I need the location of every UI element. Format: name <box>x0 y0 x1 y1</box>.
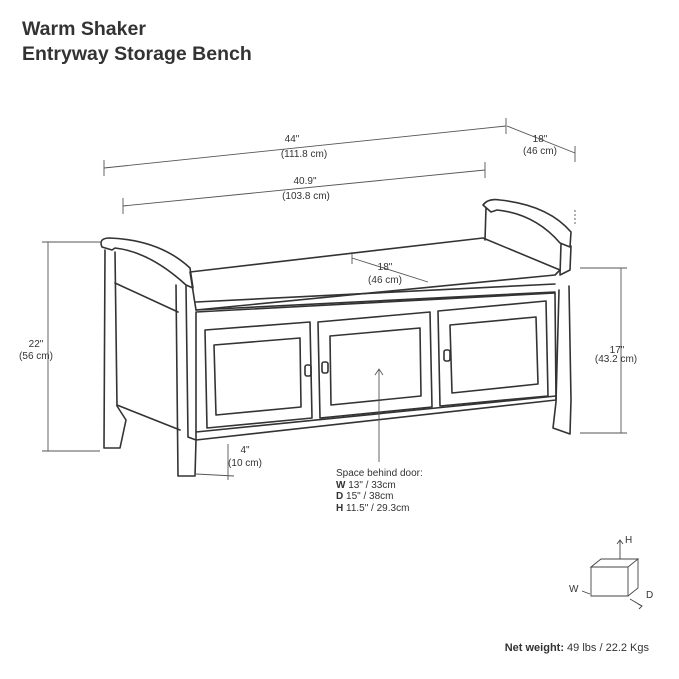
left-bottom-rail <box>116 404 181 431</box>
leg-clearance-in: 4" <box>240 445 250 456</box>
bench-outline <box>100 198 572 477</box>
left-front-leg-inner <box>175 284 197 477</box>
net-weight: Net weight: 49 lbs / 22.2 Kgs <box>505 642 649 654</box>
overall-width-in: 44" <box>285 134 300 145</box>
leg-clearance-cm: (10 cm) <box>228 458 262 469</box>
seat-height-cm: (43.2 cm) <box>595 354 637 365</box>
storage-row-w: W 13" / 33cm <box>336 479 396 491</box>
storage-row-h: H 11.5" / 29.3cm <box>336 502 410 514</box>
door-handle-center <box>321 361 329 374</box>
seat-top <box>189 237 561 311</box>
seat-front-edge <box>195 283 556 303</box>
axis-label-w: W <box>569 584 579 595</box>
overall-depth-in: 18" <box>533 134 548 145</box>
overall-depth-cm: (46 cm) <box>523 146 557 157</box>
left-arm <box>100 237 194 289</box>
right-back-post <box>484 207 487 241</box>
door-handle-right <box>443 349 451 362</box>
bottom-rail-front <box>195 395 557 433</box>
storage-space-note: Space behind door: W 13" / 33cm D 15" / … <box>336 468 423 514</box>
seat-depth-in: 18" <box>378 262 393 273</box>
seat-lower-edge <box>195 291 556 311</box>
storage-note-heading: Space behind door: <box>336 468 423 479</box>
seat-depth-line <box>351 257 429 283</box>
axes-cube-icon <box>581 539 643 610</box>
seat-height-in: 17" <box>610 345 625 356</box>
door-center <box>317 311 433 419</box>
overall-depth-line <box>506 125 576 154</box>
overall-width-cm: (111.8 cm) <box>281 149 327 160</box>
door-center-panel <box>329 327 422 406</box>
seat-depth-cm: (46 cm) <box>368 275 402 286</box>
door-handle-left <box>304 364 312 377</box>
overall-height-in: 22" <box>29 339 44 350</box>
seat-width-in: 40.9" <box>293 176 316 187</box>
cabinet-front <box>195 292 557 441</box>
axis-label-d: D <box>646 590 653 601</box>
door-left-panel <box>213 337 302 416</box>
overall-width-line <box>103 125 507 169</box>
seat-width-cm: (103.8 cm) <box>282 191 330 202</box>
net-weight-value: 49 lbs / 22.2 Kgs <box>564 642 649 654</box>
axis-label-h: H <box>625 535 632 546</box>
left-side-rail <box>114 282 179 313</box>
storage-row-d: D 15" / 38cm <box>336 491 394 502</box>
right-arm <box>482 198 572 248</box>
dimension-labels: 44" (111.8 cm) 40.9" (103.8 cm) 18" (46 … <box>19 134 637 469</box>
net-weight-label: Net weight: <box>504 642 564 654</box>
title-line-2: Entryway Storage Bench <box>22 43 252 65</box>
door-right-panel <box>449 316 539 394</box>
right-front-post <box>559 243 572 276</box>
overall-height-cm: (56 cm) <box>19 351 53 362</box>
left-front-leg <box>103 249 127 449</box>
product-title: Warm Shaker Entryway Storage Bench <box>22 17 252 67</box>
door-right <box>437 300 549 407</box>
dimension-lines <box>42 118 627 480</box>
title-line-1: Warm Shaker <box>22 18 146 40</box>
seat-width-line <box>122 169 486 207</box>
door-left <box>204 321 313 429</box>
